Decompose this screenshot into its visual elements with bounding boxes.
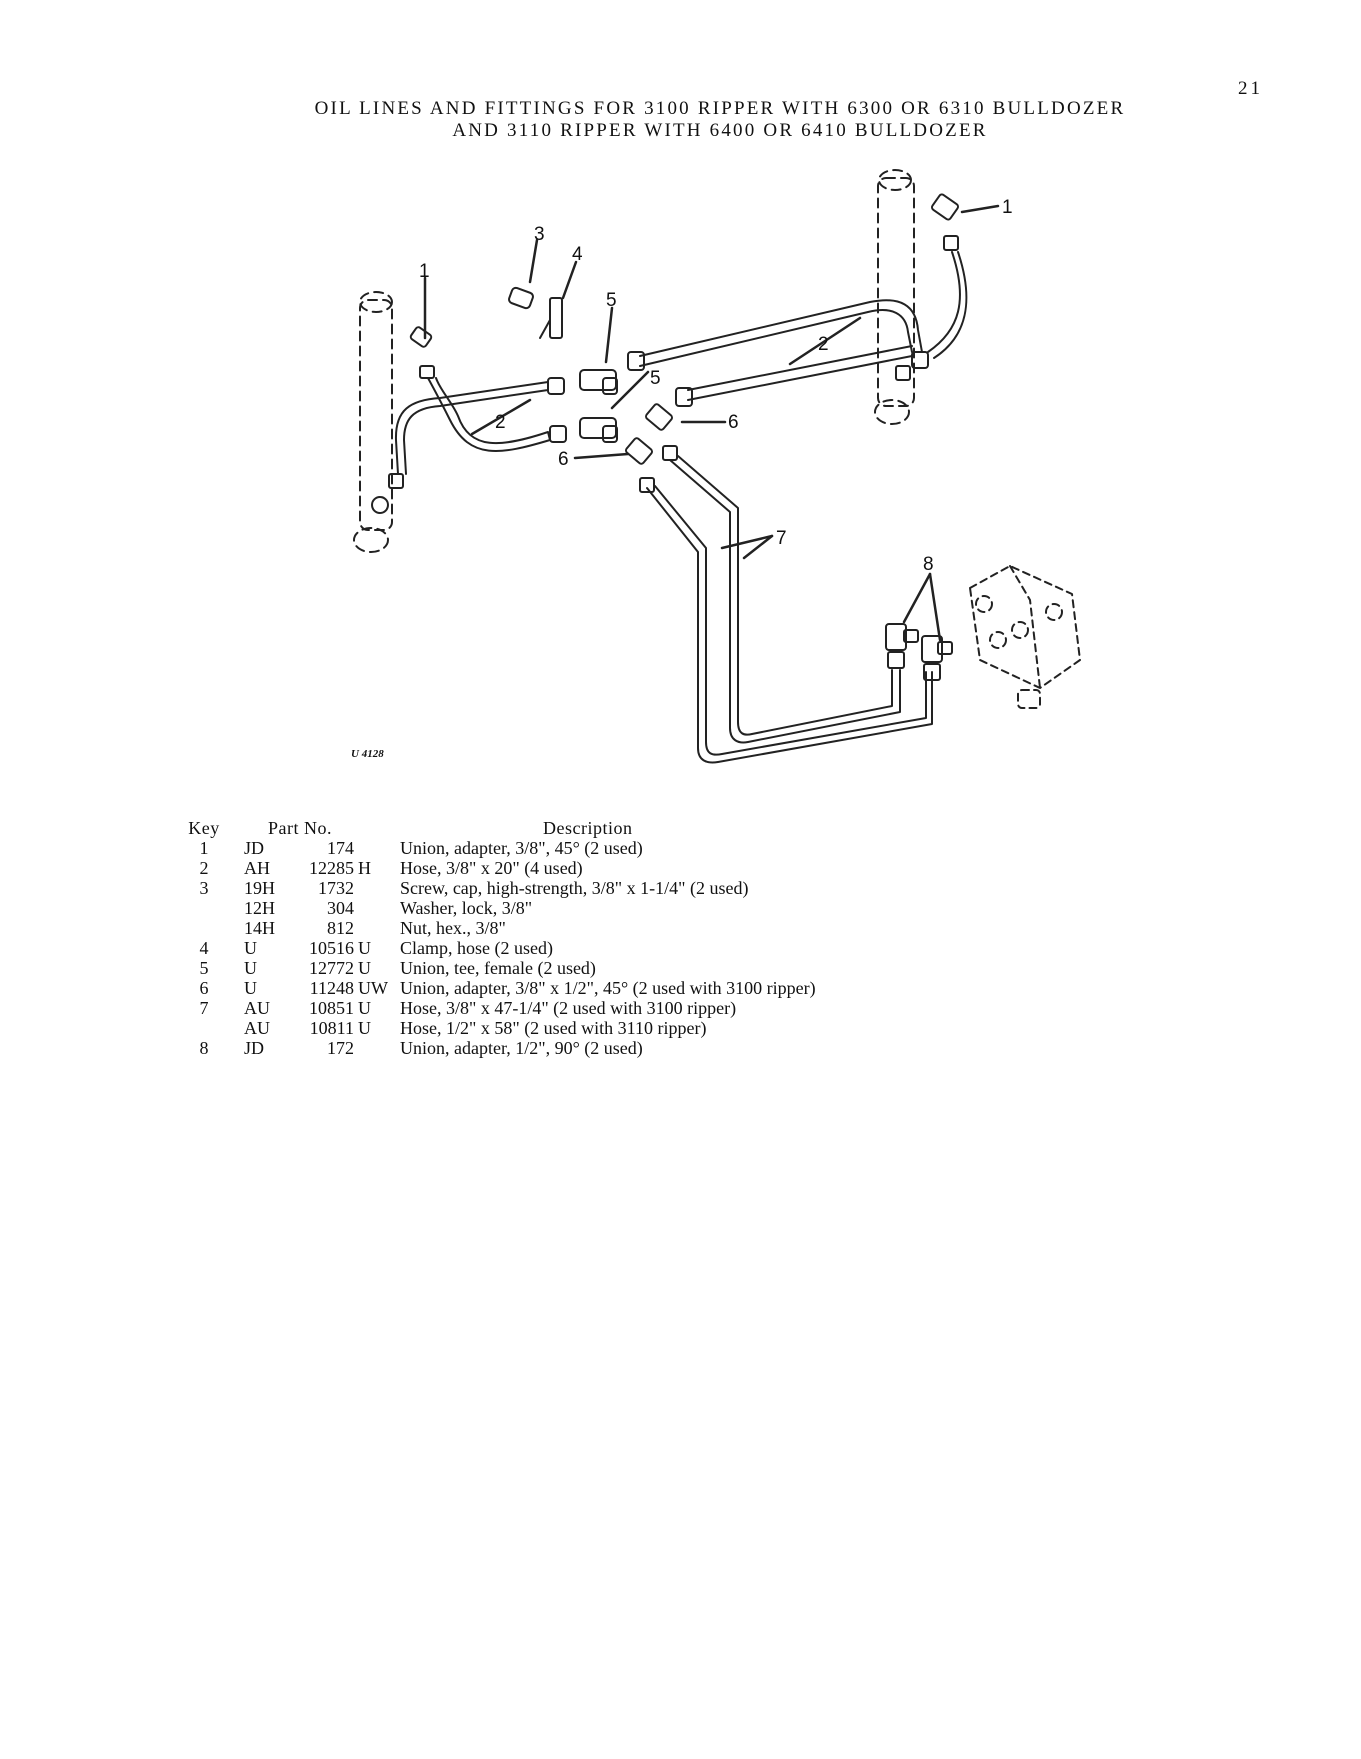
row-part-number: 10516: [309, 938, 354, 958]
callout-8: 8: [923, 554, 934, 575]
screw-and-clamp: [508, 286, 563, 339]
row-part-prefix: U: [244, 978, 257, 998]
row-part-prefix: 19H: [244, 878, 275, 898]
left-cylinder-fittings: [371, 326, 435, 514]
row-part-prefix: U: [244, 958, 257, 978]
callout-1-left: 1: [419, 261, 430, 282]
row-description: Clamp, hose (2 used): [400, 938, 553, 958]
leader-lines: [423, 204, 1000, 642]
tee-fittings: [579, 369, 618, 443]
parts-diagram-drawing: 1 1 2 2 3 4 5 5 6 6 7 8: [353, 169, 1081, 764]
row-part-suffix: U: [358, 958, 371, 978]
callout-6-left: 6: [558, 449, 569, 470]
right-cylinder: [874, 169, 915, 425]
row-part-prefix: 14H: [244, 918, 275, 938]
header-part-no: Part No.: [268, 818, 332, 838]
control-valve: [969, 565, 1081, 709]
row-key: 5: [199, 958, 209, 978]
row-part-number: 12772: [309, 958, 354, 978]
row-description: Nut, hex., 3/8": [400, 918, 506, 938]
row-part-number: 812: [327, 918, 354, 938]
row-key: 2: [199, 858, 209, 878]
row-part-suffix: U: [358, 998, 371, 1018]
callout-1-right: 1: [1002, 197, 1013, 218]
callout-7: 7: [776, 528, 787, 549]
row-part-prefix: U: [244, 938, 257, 958]
row-part-number: 10851: [309, 998, 354, 1018]
row-part-number: 172: [327, 1038, 354, 1058]
row-key: 7: [199, 998, 209, 1018]
row-part-suffix: H: [358, 858, 371, 878]
header-key: Key: [188, 818, 220, 838]
figure-reference: U 4128: [351, 748, 384, 760]
row-description: Hose, 3/8" x 20" (4 used): [400, 858, 583, 878]
long-hoses: [646, 455, 933, 764]
row-description: Hose, 3/8" x 47-1/4" (2 used with 3100 r…: [400, 998, 737, 1018]
callout-2-left: 2: [495, 412, 506, 433]
callout-2-right: 2: [818, 334, 829, 355]
left-cylinder: [353, 291, 393, 553]
row-part-prefix: 12H: [244, 898, 275, 918]
row-description: Washer, lock, 3/8": [400, 898, 533, 918]
row-part-suffix: U: [358, 1018, 371, 1038]
row-part-number: 1732: [318, 878, 354, 898]
callout-4: 4: [572, 244, 583, 265]
row-key: 4: [199, 938, 209, 958]
row-description: Screw, cap, high-strength, 3/8" x 1-1/4"…: [400, 878, 749, 898]
page-title: OIL LINES AND FITTINGS FOR 3100 RIPPER W…: [200, 98, 1240, 142]
row-key: 3: [199, 878, 209, 898]
row-part-suffix: U: [358, 938, 371, 958]
row-description: Union, tee, female (2 used): [400, 958, 596, 978]
callout-5-lower: 5: [650, 368, 661, 389]
row-part-number: 174: [327, 838, 354, 858]
callout-6-right: 6: [728, 412, 739, 433]
row-description: Union, adapter, 1/2", 90° (2 used): [400, 1038, 643, 1058]
row-key: 1: [199, 838, 209, 858]
row-part-suffix: UW: [358, 978, 388, 998]
row-part-number: 10811: [309, 1018, 354, 1038]
upper-hoses: [627, 299, 929, 407]
elbow-fittings: [885, 623, 953, 681]
callout-5-upper: 5: [606, 290, 617, 311]
header-description: Description: [543, 818, 633, 838]
row-part-prefix: AH: [244, 858, 270, 878]
title-line-2: AND 3110 RIPPER WITH 6400 OR 6410 BULLDO…: [452, 120, 988, 141]
row-part-prefix: AU: [244, 998, 270, 1018]
title-line-1: OIL LINES AND FITTINGS FOR 3100 RIPPER W…: [314, 98, 1126, 119]
row-part-number: 304: [327, 898, 354, 918]
left-hoses: [394, 377, 567, 475]
row-part-number: 12285: [309, 858, 354, 878]
row-part-number: 11248: [309, 978, 354, 998]
row-description: Hose, 1/2" x 58" (2 used with 3110 rippe…: [400, 1018, 707, 1038]
callout-numbers: 1 1 2 2 3 4 5 5 6 6 7 8: [419, 197, 1013, 575]
parts-diagram: 1 1 2 2 3 4 5 5 6 6 7 8: [0, 0, 1361, 800]
row-description: Union, adapter, 3/8" x 1/2", 45° (2 used…: [400, 978, 816, 998]
page-number: 21: [1238, 78, 1263, 99]
adapter-fittings: [625, 403, 678, 493]
callout-3: 3: [534, 224, 545, 245]
row-part-prefix: AU: [244, 1018, 270, 1038]
row-key: 6: [199, 978, 209, 998]
row-key: 8: [199, 1038, 209, 1058]
row-part-prefix: JD: [244, 838, 265, 858]
row-part-prefix: JD: [244, 1038, 265, 1058]
right-cylinder-fittings: [895, 193, 968, 381]
row-description: Union, adapter, 3/8", 45° (2 used): [400, 838, 643, 858]
